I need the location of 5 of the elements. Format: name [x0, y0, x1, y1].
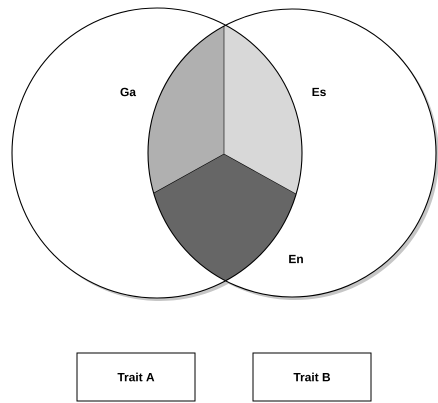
region-label: Ga — [120, 88, 136, 96]
trait-box: Trait A — [76, 352, 196, 402]
trait-box: Trait B — [252, 352, 372, 402]
region-label: Es — [312, 88, 326, 96]
region-label: En — [289, 254, 303, 264]
